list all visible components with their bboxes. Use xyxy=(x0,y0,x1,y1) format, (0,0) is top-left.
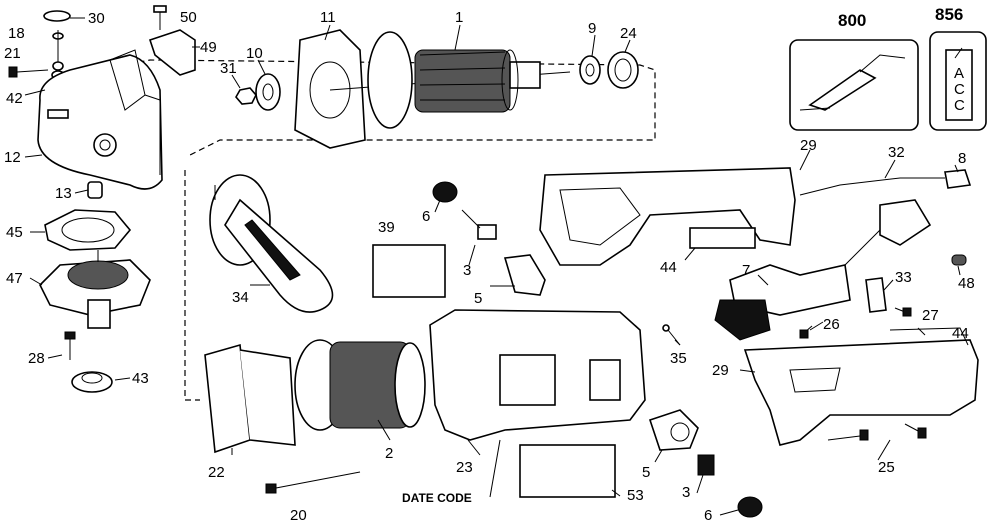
part-25-screws xyxy=(827,423,927,441)
leader-lines xyxy=(24,17,961,516)
callout-25: 25 xyxy=(878,459,895,476)
callout-3-top: 3 xyxy=(463,262,471,279)
part-2-field xyxy=(294,339,426,431)
part-32-cord xyxy=(799,177,945,196)
callout-26: 26 xyxy=(823,316,840,333)
callout-49: 49 xyxy=(200,39,217,56)
part-8-cord-end xyxy=(944,169,972,189)
callout-13: 13 xyxy=(55,185,72,202)
part-21-screw xyxy=(8,66,49,78)
callout-44-top: 44 xyxy=(660,259,677,276)
callout-21: 21 xyxy=(4,45,21,62)
part-50-screw xyxy=(153,5,167,30)
part-13-pin xyxy=(87,181,103,199)
callout-35: 35 xyxy=(670,350,687,367)
callout-8: 8 xyxy=(958,150,966,167)
part-26-screw xyxy=(799,325,813,339)
callout-12: 12 xyxy=(4,149,21,166)
callout-39: 39 xyxy=(378,219,395,236)
callout-3-bottom: 3 xyxy=(682,484,690,501)
part-1-armature xyxy=(329,31,571,129)
part-20-screw xyxy=(265,471,361,494)
callout-44-bottom: 44 xyxy=(952,325,969,342)
callout-42: 42 xyxy=(6,90,23,107)
callout-6-top: 6 xyxy=(422,208,430,225)
callout-1: 1 xyxy=(455,9,463,26)
callout-53: 53 xyxy=(627,487,644,504)
callout-18: 18 xyxy=(8,25,25,42)
callout-5-bottom: 5 xyxy=(642,464,650,481)
callout-9: 9 xyxy=(588,20,596,37)
callout-27: 27 xyxy=(922,307,939,324)
callout-48: 48 xyxy=(958,275,975,292)
callout-24: 24 xyxy=(620,25,637,42)
part-12-gear-case xyxy=(37,49,163,190)
part-10-bearing xyxy=(255,73,281,111)
callout-856: 856 xyxy=(935,5,963,24)
date-code-label: DATE CODE xyxy=(402,491,472,505)
callout-2: 2 xyxy=(385,445,393,462)
part-27-screw xyxy=(894,307,912,317)
label-856-letter-c2: C xyxy=(954,97,965,114)
callout-5-top: 5 xyxy=(474,290,482,307)
assembly-dashed-line-left xyxy=(184,170,200,401)
callout-34: 34 xyxy=(232,289,249,306)
callout-31: 31 xyxy=(220,60,237,77)
assembly-dashed-line-top xyxy=(59,59,656,156)
part-11-baffle xyxy=(294,29,366,149)
callout-23: 23 xyxy=(456,459,473,476)
callout-45: 45 xyxy=(6,224,23,241)
part-53-label xyxy=(519,444,616,498)
part-5-brush-holder-bottom xyxy=(648,409,699,451)
part-47-bearing-plate xyxy=(39,250,151,329)
part-856-box xyxy=(929,31,987,131)
part-49-cover xyxy=(148,29,196,76)
label-856-letter-a: A xyxy=(954,65,964,82)
part-31-nut xyxy=(235,87,257,105)
part-39-label xyxy=(372,244,446,298)
part-28-screw xyxy=(64,331,76,360)
part-45-gasket xyxy=(44,209,132,251)
label-856-letter-c1: C xyxy=(954,81,965,98)
callout-33: 33 xyxy=(895,269,912,286)
part-6-brush-cap-bottom xyxy=(737,496,763,518)
part-800-box xyxy=(789,39,919,131)
callout-47: 47 xyxy=(6,270,23,287)
callout-7: 7 xyxy=(742,262,750,279)
part-30-washer xyxy=(43,10,71,22)
part-6-brush-cap-top xyxy=(432,181,458,203)
callout-20: 20 xyxy=(290,507,307,524)
callout-32: 32 xyxy=(888,144,905,161)
part-29-handle-half-top xyxy=(539,167,796,266)
part-3-brush-bottom xyxy=(697,454,715,476)
part-29-handle-half-bottom xyxy=(743,327,979,446)
part-22-baffle xyxy=(204,343,296,454)
callout-43: 43 xyxy=(132,370,149,387)
part-9-bearing xyxy=(579,55,601,85)
part-34-side-handle xyxy=(209,174,334,313)
callout-10: 10 xyxy=(246,45,263,62)
part-3-brush-top xyxy=(461,209,497,240)
part-24-ring xyxy=(607,51,639,89)
callout-30: 30 xyxy=(88,10,105,27)
callout-29-bottom: 29 xyxy=(712,362,729,379)
callout-22: 22 xyxy=(208,464,225,481)
part-23-motor-housing xyxy=(429,309,646,441)
callout-28: 28 xyxy=(28,350,45,367)
part-5-brush-holder-top xyxy=(490,254,546,296)
part-33-clamp xyxy=(865,277,887,313)
part-43-nut xyxy=(71,371,113,393)
callout-6-bottom: 6 xyxy=(704,507,712,524)
callout-11: 11 xyxy=(320,9,336,26)
callout-800: 800 xyxy=(838,11,866,30)
callout-29-top: 29 xyxy=(800,137,817,154)
part-48-screw xyxy=(951,254,967,266)
callout-50: 50 xyxy=(180,9,197,26)
